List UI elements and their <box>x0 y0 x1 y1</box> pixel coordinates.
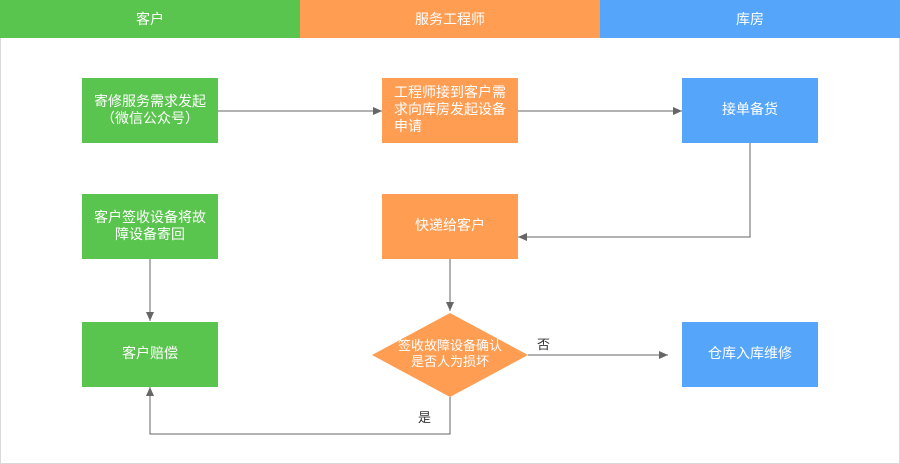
edge-label-yes: 是 <box>418 411 432 426</box>
node-prepare-goods: 接单备货 <box>682 78 818 143</box>
node-prepare-goods-label: 接单备货 <box>722 102 778 118</box>
node-engineer-receive-label: 工程师接到客户需求向库房发起设备申请 <box>394 85 506 135</box>
node-engineer-receive: 工程师接到客户需求向库房发起设备申请 <box>382 78 518 143</box>
lane-header-customer: 客户 <box>0 0 300 38</box>
node-sign-return-label: 客户签收设备将故障设备寄回 <box>94 209 206 243</box>
node-compensate: 客户赔偿 <box>82 322 218 387</box>
node-sign-return: 客户签收设备将故障设备寄回 <box>82 194 218 259</box>
node-repair: 仓库入库维修 <box>682 322 818 387</box>
node-request-label: 寄修服务需求发起（微信公众号） <box>94 93 206 127</box>
edge-label-no: 否 <box>537 338 551 353</box>
decision-diamond <box>372 313 528 397</box>
node-express-label: 快递给客户 <box>415 218 485 234</box>
arrow-warehouse-to-express <box>518 143 751 241</box>
lane-header-engineer: 服务工程师 <box>300 0 600 38</box>
node-repair-label: 仓库入库维修 <box>708 346 792 362</box>
node-decision-text: 签收故障设备确认是否人为损坏 <box>398 339 503 370</box>
node-request: 寄修服务需求发起（微信公众号） <box>82 78 218 143</box>
node-express: 快递给客户 <box>382 194 518 259</box>
arrow-decision-to-compensate <box>146 387 451 435</box>
node-decision-label: 签收故障设备确认是否人为损坏 <box>392 330 508 380</box>
node-compensate-label: 客户赔偿 <box>122 346 178 362</box>
lane-header-warehouse: 库房 <box>600 0 900 38</box>
